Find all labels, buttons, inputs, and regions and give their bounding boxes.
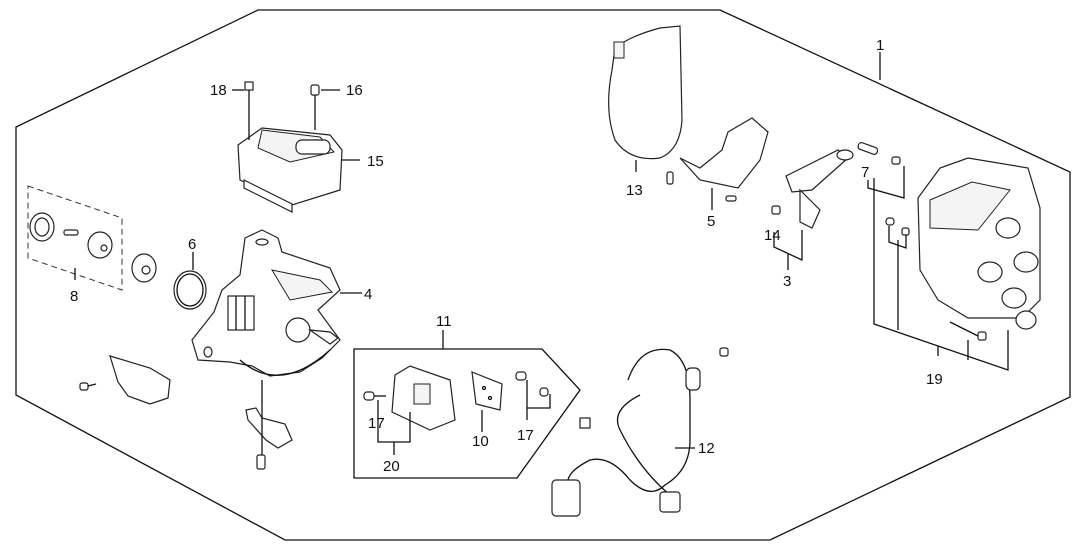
screw-17b-part[interactable] bbox=[515, 371, 549, 397]
callout-17-left: 17 bbox=[368, 415, 385, 432]
callout-16: 16 bbox=[346, 82, 363, 99]
distributor-cap-part[interactable] bbox=[917, 157, 1041, 330]
leader-7 bbox=[867, 166, 905, 199]
leader-17b bbox=[526, 380, 551, 420]
cap-spring-part[interactable] bbox=[885, 156, 910, 236]
o-ring-part[interactable] bbox=[173, 270, 207, 310]
seal-kit-group bbox=[27, 185, 123, 291]
callout-5: 5 bbox=[707, 213, 715, 230]
rotor-part[interactable] bbox=[785, 149, 854, 229]
callout-17-right: 17 bbox=[517, 427, 534, 444]
callout-1: 1 bbox=[876, 37, 884, 54]
rotor-shield-part[interactable] bbox=[666, 117, 769, 202]
leader-19 bbox=[873, 178, 1009, 371]
screw-17a-part[interactable] bbox=[363, 391, 386, 401]
callout-14: 14 bbox=[764, 227, 781, 244]
igniter-unit-part[interactable] bbox=[391, 365, 456, 431]
clamp-part[interactable] bbox=[245, 380, 293, 470]
distributor-housing-part[interactable] bbox=[191, 229, 341, 377]
callout-19: 19 bbox=[926, 371, 943, 388]
bracket-screw-part[interactable] bbox=[79, 382, 97, 391]
cap-bolt-part[interactable] bbox=[949, 321, 987, 341]
spacer-part[interactable] bbox=[131, 253, 157, 283]
seal-ring-part[interactable] bbox=[29, 212, 55, 242]
callout-10: 10 bbox=[472, 433, 489, 450]
ignition-coil-part[interactable] bbox=[237, 127, 343, 213]
leader-3 bbox=[773, 230, 803, 262]
callout-15: 15 bbox=[367, 153, 384, 170]
callout-20: 20 bbox=[383, 458, 400, 475]
cap-gasket-part[interactable] bbox=[608, 25, 683, 160]
callout-11: 11 bbox=[436, 313, 452, 330]
callout-7: 7 bbox=[861, 164, 869, 181]
callout-3: 3 bbox=[783, 273, 791, 290]
callout-4: 4 bbox=[364, 286, 372, 303]
seal-pin-part[interactable] bbox=[63, 229, 79, 236]
seal-bushing-part[interactable] bbox=[87, 231, 113, 259]
callout-8: 8 bbox=[70, 288, 78, 305]
carbon-point-part[interactable] bbox=[857, 142, 879, 155]
callout-13: 13 bbox=[626, 182, 643, 199]
bracket-part[interactable] bbox=[109, 355, 171, 405]
callout-12: 12 bbox=[698, 440, 715, 457]
rotor-screw-part[interactable] bbox=[771, 205, 781, 215]
coil-bolt-part[interactable] bbox=[244, 81, 254, 140]
harness-bolt-part[interactable] bbox=[719, 347, 729, 357]
condenser-part[interactable] bbox=[471, 371, 503, 411]
callout-6: 6 bbox=[188, 236, 196, 253]
wire-harness-part[interactable] bbox=[551, 348, 701, 517]
igniter-kit-group bbox=[353, 348, 581, 479]
coil-nut-part[interactable] bbox=[310, 84, 320, 130]
callout-18: 18 bbox=[210, 82, 227, 99]
assembly-boundary bbox=[15, 9, 1071, 541]
